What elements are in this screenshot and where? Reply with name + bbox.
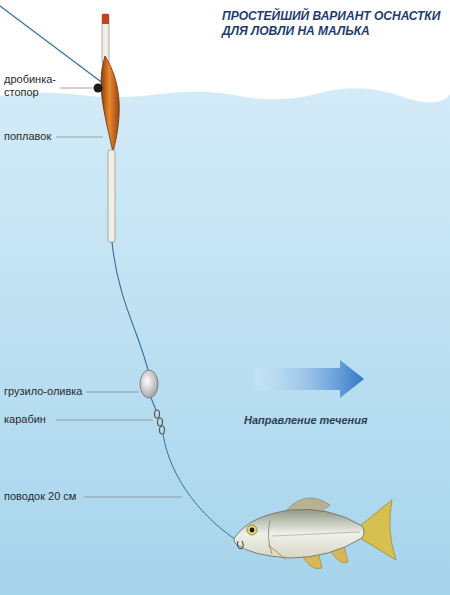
current-arrow	[255, 360, 364, 398]
float-body	[101, 56, 119, 152]
water	[0, 88, 450, 595]
part-label: дробинка-стопор	[4, 73, 66, 99]
float-keel	[108, 150, 115, 242]
float-tip	[102, 14, 109, 24]
diagram-title: ПРОСТЕЙШИЙ ВАРИАНТ ОСНАСТКИ ДЛЯ ЛОВЛИ НА…	[222, 9, 442, 39]
olive-sinker	[140, 370, 158, 398]
fishing-line	[112, 242, 148, 370]
current-label: Направление течения	[244, 414, 367, 427]
fishing-line	[0, 6, 104, 84]
fish	[234, 498, 396, 569]
stopper-shot	[94, 84, 103, 93]
part-label: карабин	[4, 413, 46, 426]
leader-line	[163, 434, 238, 541]
leader-lines	[56, 88, 182, 497]
part-label: поводок 20 см	[4, 490, 76, 503]
fishing-line	[151, 398, 156, 410]
part-label: поплавок	[4, 130, 51, 143]
part-label: грузило-оливка	[4, 385, 82, 398]
swivel	[155, 410, 165, 434]
